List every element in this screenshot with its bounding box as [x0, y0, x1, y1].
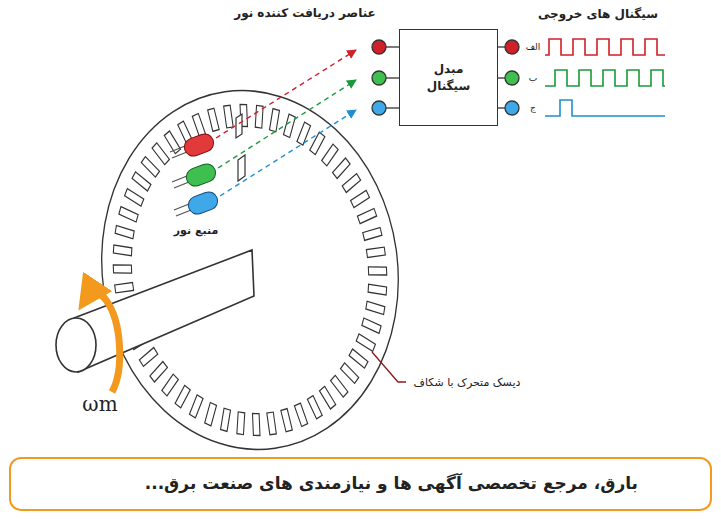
disk-slot	[297, 122, 311, 145]
disk-slot	[205, 402, 217, 425]
disk-slot	[267, 412, 277, 435]
waveform	[545, 70, 665, 86]
disk-slot	[340, 363, 358, 384]
disk-slot	[221, 408, 231, 431]
disk-slot	[125, 189, 144, 206]
disk-slot	[175, 385, 190, 408]
disk-slot	[366, 247, 385, 257]
disk-slot	[319, 386, 335, 409]
disk-slot	[132, 172, 151, 191]
banner-text: بارق، مرجع تخصصی آگهی ها و نیازمندی های …	[145, 472, 638, 496]
waveform	[545, 100, 665, 116]
box-label: مبدل سیگنال	[419, 61, 479, 95]
disk-slot	[115, 282, 134, 292]
disk-slot	[115, 226, 134, 239]
output-pins	[498, 40, 519, 115]
disk-slot	[164, 131, 180, 154]
disk-label: دیسک متحرک با شکاف	[412, 376, 523, 389]
disk-slot	[150, 362, 168, 382]
light-beam	[218, 80, 356, 168]
footer-banner: بارق، مرجع تخصصی آگهی ها و نیازمندی های …	[9, 457, 712, 511]
output-title: سیگنال های خروجی	[536, 7, 660, 21]
disk-slot	[342, 174, 360, 193]
signal-name: ب	[527, 73, 539, 83]
disk-slot	[269, 109, 279, 132]
disk-slot	[208, 108, 220, 131]
rotation-arrow	[88, 293, 120, 392]
shaft	[56, 250, 254, 372]
disk-slot	[349, 349, 368, 368]
disk-slot	[139, 348, 157, 367]
disk-slot	[283, 114, 295, 137]
signal-name: الف	[524, 42, 543, 52]
receiver-pins	[372, 40, 400, 115]
receiver-title: عناصر دریافت کننده نور	[232, 6, 378, 20]
disk-slot	[113, 265, 131, 273]
leader-line	[372, 352, 406, 382]
disk-slot	[189, 395, 203, 418]
signal-name: ج	[528, 103, 538, 113]
light-source	[170, 131, 220, 216]
disk-slot	[281, 409, 293, 432]
disk-slot	[310, 132, 325, 155]
output-waveforms	[545, 39, 665, 116]
disk-slot	[224, 105, 234, 128]
waveform	[545, 39, 665, 55]
disk-slot	[322, 144, 338, 166]
disk-slot	[253, 414, 260, 436]
disk-slot	[152, 143, 169, 165]
disk-slot	[351, 190, 370, 207]
converter-box: مبدل سیگنال	[399, 29, 498, 126]
disk-slot	[356, 334, 375, 351]
disk-slot	[237, 412, 245, 435]
disk-slot	[368, 284, 387, 295]
disk-slot	[192, 114, 205, 137]
disk-slot	[362, 318, 381, 333]
disk-slot	[368, 267, 386, 275]
track-slot	[238, 155, 245, 181]
disk-slot	[307, 396, 322, 419]
disk-slot	[333, 158, 351, 178]
speed-symbol: ωm	[80, 392, 119, 416]
disk-slot	[119, 207, 138, 222]
disk-slot	[113, 245, 132, 256]
track-slot	[236, 114, 242, 138]
disk-slot	[366, 301, 385, 314]
light-beam	[220, 110, 356, 196]
source-label: منبع نور	[172, 224, 221, 237]
disk-slot	[162, 374, 178, 396]
disk-slot	[357, 209, 376, 224]
disk-slot	[331, 375, 348, 397]
disk-slot	[141, 157, 159, 178]
disk-slot	[294, 403, 307, 426]
disk-slot	[363, 228, 382, 241]
